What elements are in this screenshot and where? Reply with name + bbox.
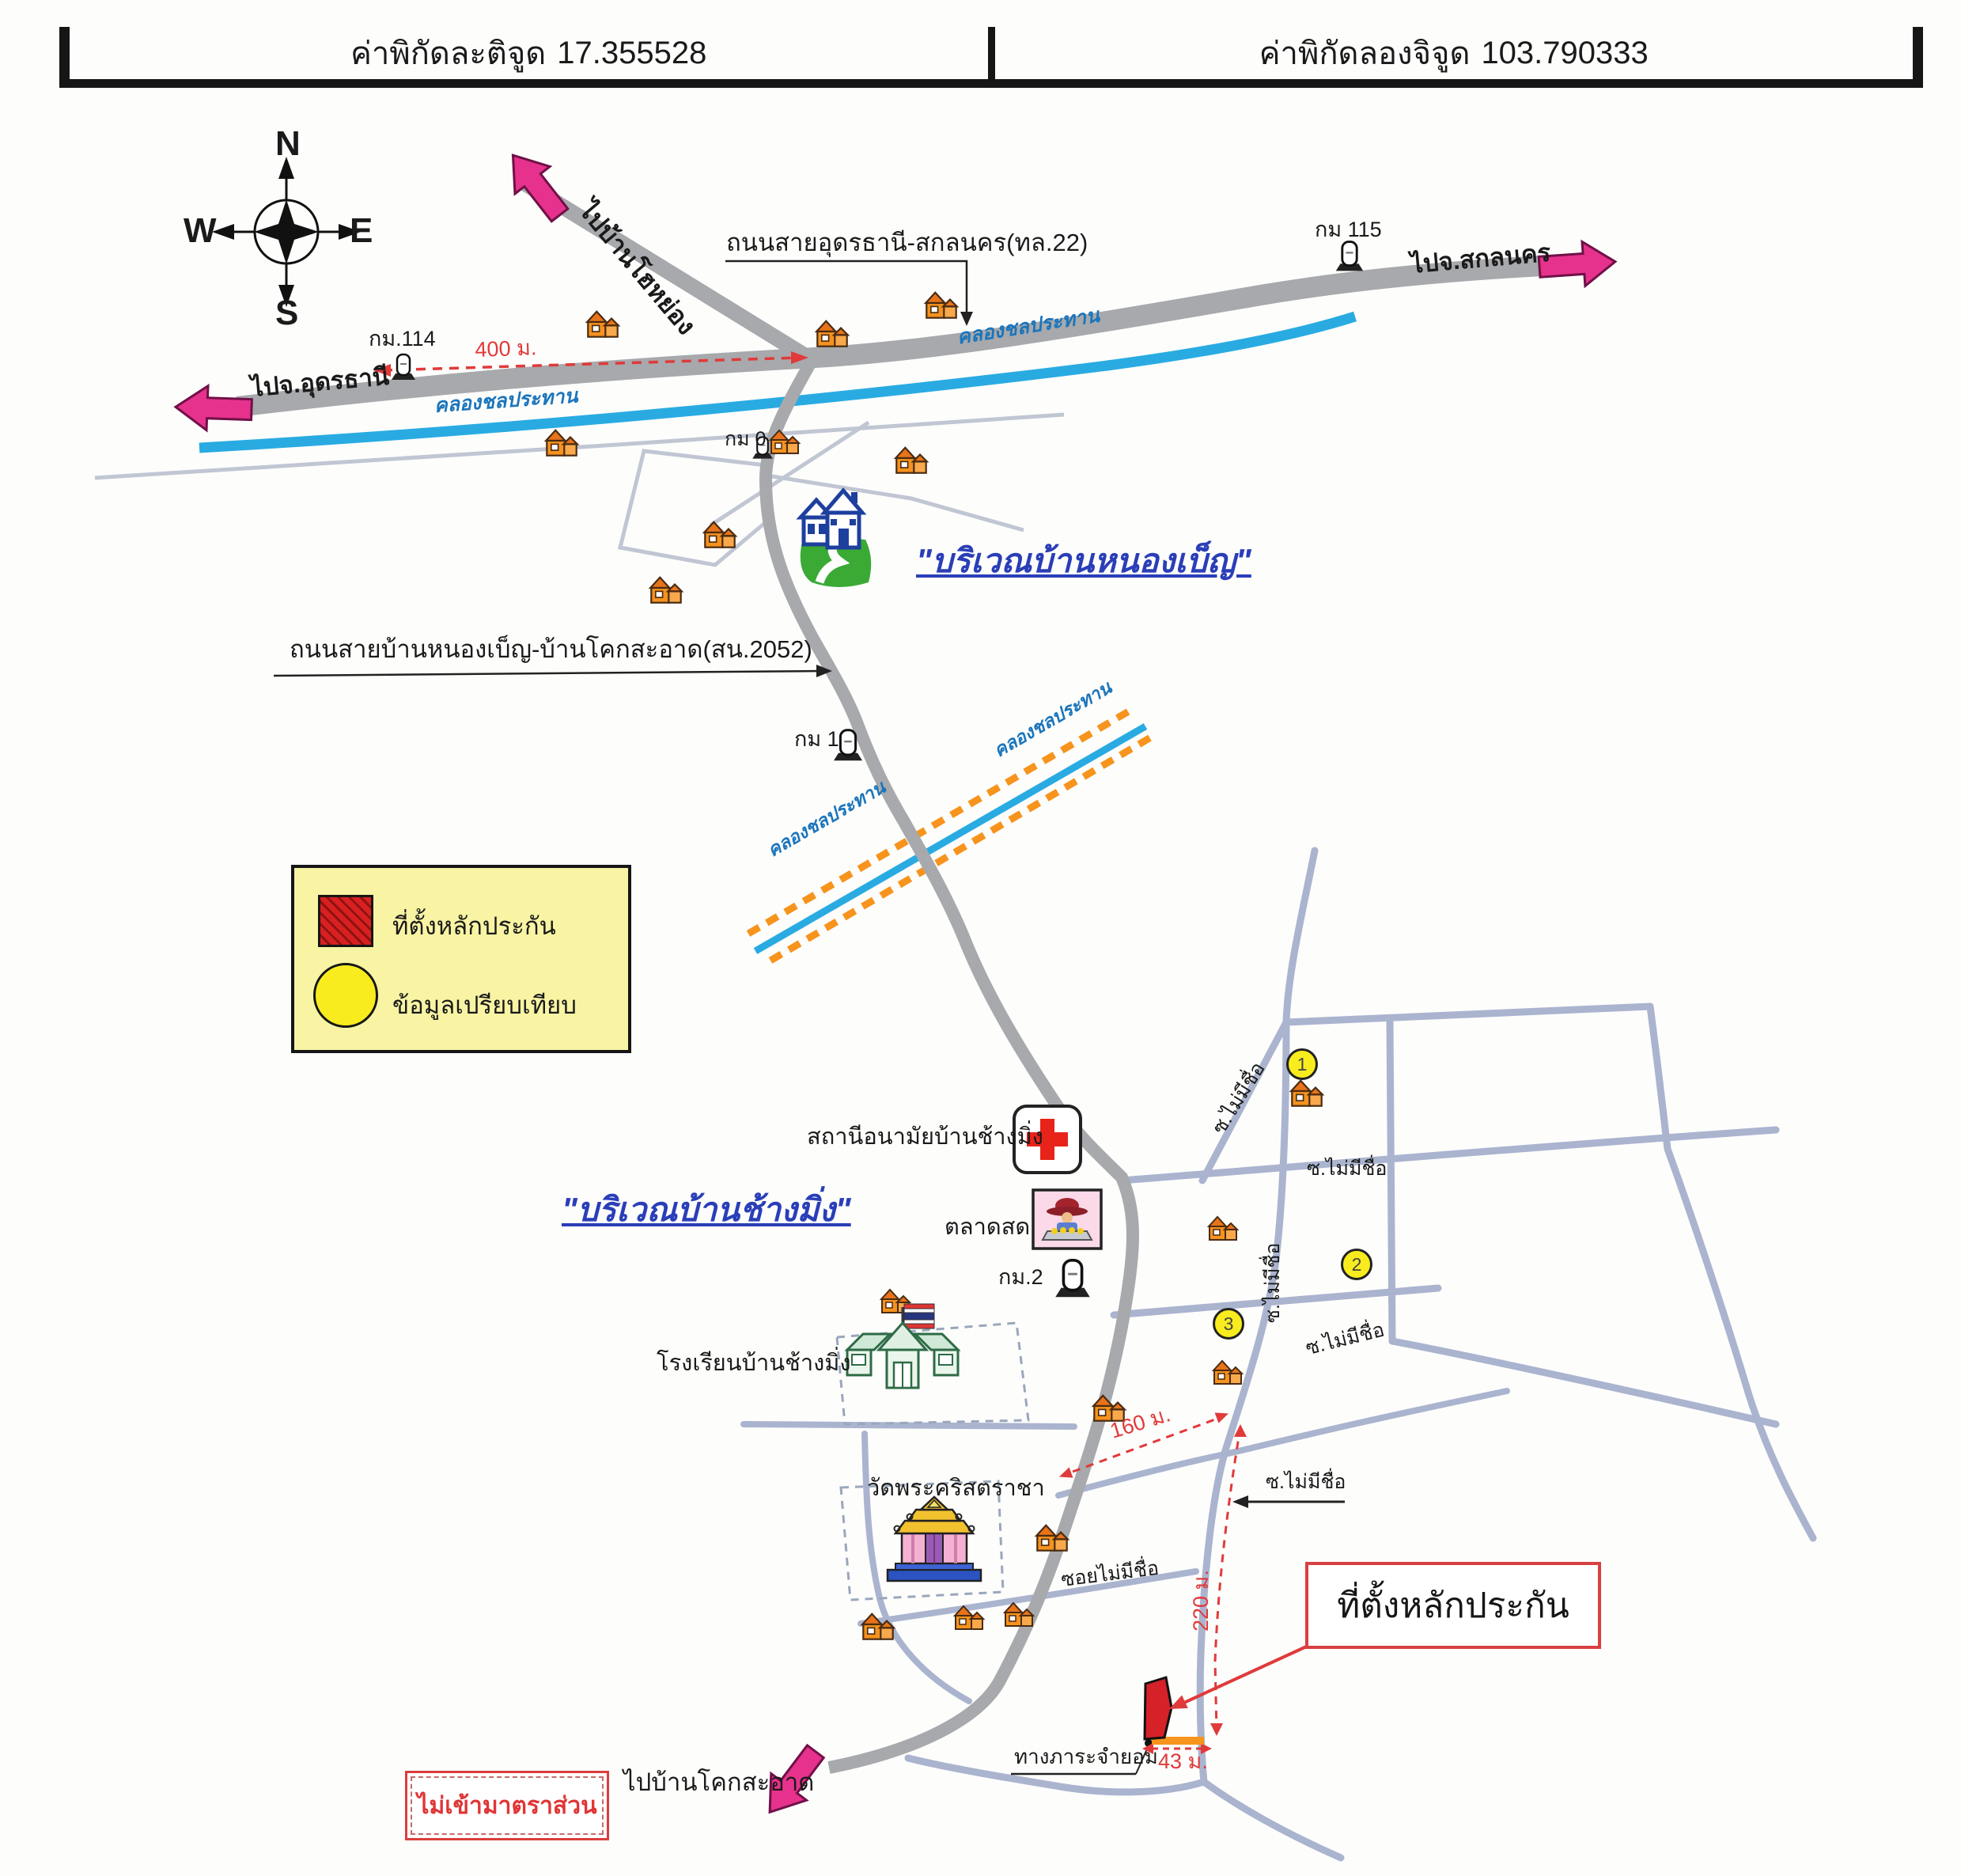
km115-label: กม 115: [1315, 218, 1382, 241]
distance-measures: [382, 356, 1242, 1750]
church-icon: [886, 1495, 982, 1582]
ban-nong-ben-area-label: "บริเวณบ้านหนองเบ็ญ": [916, 542, 1251, 579]
compass-north: N: [275, 124, 301, 163]
milestone-km115-icon: [1334, 241, 1365, 272]
compass-south: S: [275, 294, 299, 332]
comparison-point-3-number: 3: [1223, 1313, 1234, 1334]
milestone-km114-icon: [390, 353, 417, 381]
distance-220m-label: 220 ม.: [1189, 1570, 1213, 1632]
thai-flag-icon: [903, 1303, 935, 1329]
ban-chang-ming-area-label: "บริเวณบ้านช้างมิ่ง": [562, 1191, 851, 1228]
distance-400m-label: 400 ม.: [474, 335, 537, 362]
comparison-point-1: 1: [1286, 1048, 1318, 1080]
milestone-km2-icon: [1054, 1258, 1092, 1299]
km114-label: กม.114: [369, 327, 436, 351]
collateral-parcel: [1143, 1676, 1173, 1741]
canal-crossing: [746, 706, 1156, 964]
highway-22: [236, 254, 1575, 417]
market-icon: [1032, 1188, 1103, 1250]
collateral-callout: ที่ตั้งหลักประกัน: [1305, 1562, 1601, 1649]
arrow-to-udon-icon: [173, 383, 254, 434]
coordinate-header: ค่าพิกัดละติจูด 17.355528 ค่าพิกัดลองจิจ…: [59, 27, 1923, 88]
house-icon: [649, 576, 683, 604]
health-station-label: สถานีอนามัยบ้านช้างมิ่ง: [807, 1124, 1043, 1150]
callout-leader-arrowhead: [1169, 1695, 1188, 1709]
not-to-scale-box: ไม่เข้ามาตราส่วน: [405, 1771, 609, 1840]
legend-collateral-label: ที่ตั้งหลักประกัน: [392, 912, 556, 940]
measure-arrowheads: [373, 351, 1247, 1754]
church-label: วัดพระคริสตราชา: [867, 1476, 1045, 1501]
km2-label: กม.2: [998, 1265, 1043, 1289]
longitude-value: 103.790333: [1481, 35, 1649, 70]
latitude-value: 17.355528: [557, 35, 707, 70]
to-ban-khok-saat-label: ไปบ้านโคกสะอาด: [623, 1768, 815, 1796]
collateral-swatch-icon: [318, 895, 373, 947]
minor-roads: [94, 412, 1065, 567]
house-icon: [1290, 1079, 1323, 1107]
block-outlines: [835, 1321, 1030, 1601]
compass-west: W: [184, 211, 217, 250]
distance-43m-label: 43 ม.: [1158, 1749, 1208, 1773]
local-road-name-label: ถนนสายบ้านหนองเบ็ญ-บ้านโคกสะอาด(สน.2052): [290, 635, 812, 663]
market-label: ตลาดสด: [945, 1215, 1031, 1240]
highway-name-label: ถนนสายอุดรธานี-สกลนคร(ทล.22): [726, 229, 1088, 256]
collateral-callout-text: ที่ตั้งหลักประกัน: [1337, 1586, 1569, 1625]
comparison-point-3: 3: [1213, 1308, 1244, 1340]
comparison-point-1-number: 1: [1297, 1053, 1308, 1074]
legend-comparison-label: ข้อมูลเปรียบเทียบ: [392, 991, 577, 1019]
not-to-scale-text: ไม่เข้ามาตราส่วน: [417, 1792, 597, 1819]
comparison-point-2-number: 2: [1351, 1253, 1362, 1275]
health-station-icon: [1013, 1105, 1082, 1174]
school-label: โรงเรียนบ้านช้างมิ่ง: [657, 1351, 851, 1376]
comparison-point-2: 2: [1341, 1249, 1372, 1280]
house-icon: [1208, 1216, 1238, 1241]
spur-road: [521, 176, 818, 368]
km0-label: กม 0: [725, 428, 767, 450]
longitude-cell: ค่าพิกัดลองจิจูด 103.790333: [987, 27, 1914, 79]
callout-leader: [1176, 1643, 1312, 1707]
comparison-swatch-icon: [313, 963, 378, 1028]
irrigation-canal: [199, 311, 1357, 453]
house-icon: [545, 429, 578, 457]
houses: [545, 291, 1323, 1640]
longitude-label: ค่าพิกัดลองจิจูด: [1259, 36, 1471, 71]
house-icon: [586, 310, 619, 338]
legend: ที่ตั้งหลักประกัน ข้อมูลเปรียบเทียบ: [291, 865, 631, 1053]
soi-label-horizontal: ซ.ไม่มีชื่อ: [1307, 1158, 1387, 1180]
label-leaders: [273, 260, 1345, 1776]
latitude-cell: ค่าพิกัดละติจูด 17.355528: [70, 27, 988, 79]
school-icon: [844, 1303, 961, 1389]
village-houses-icon: [796, 487, 872, 587]
house-icon: [816, 320, 849, 347]
easement-label: ทางภาระจำยอม: [1014, 1745, 1158, 1768]
latitude-label: ค่าพิกัดละติจูด: [350, 36, 547, 71]
house-icon: [1213, 1360, 1243, 1385]
soi-label-vertical: ซ.ไม่มีชื่อ: [1262, 1242, 1284, 1323]
main-road: [759, 358, 1139, 1774]
soi-label-pointer: ซ.ไม่มีชื่อ: [1266, 1471, 1346, 1493]
house-icon: [703, 521, 736, 548]
house-icon: [925, 291, 958, 319]
compass-east: E: [350, 211, 373, 250]
compass-rose-icon: [212, 157, 361, 307]
house-icon: [895, 446, 928, 474]
km1-label: กม 1: [794, 727, 839, 751]
